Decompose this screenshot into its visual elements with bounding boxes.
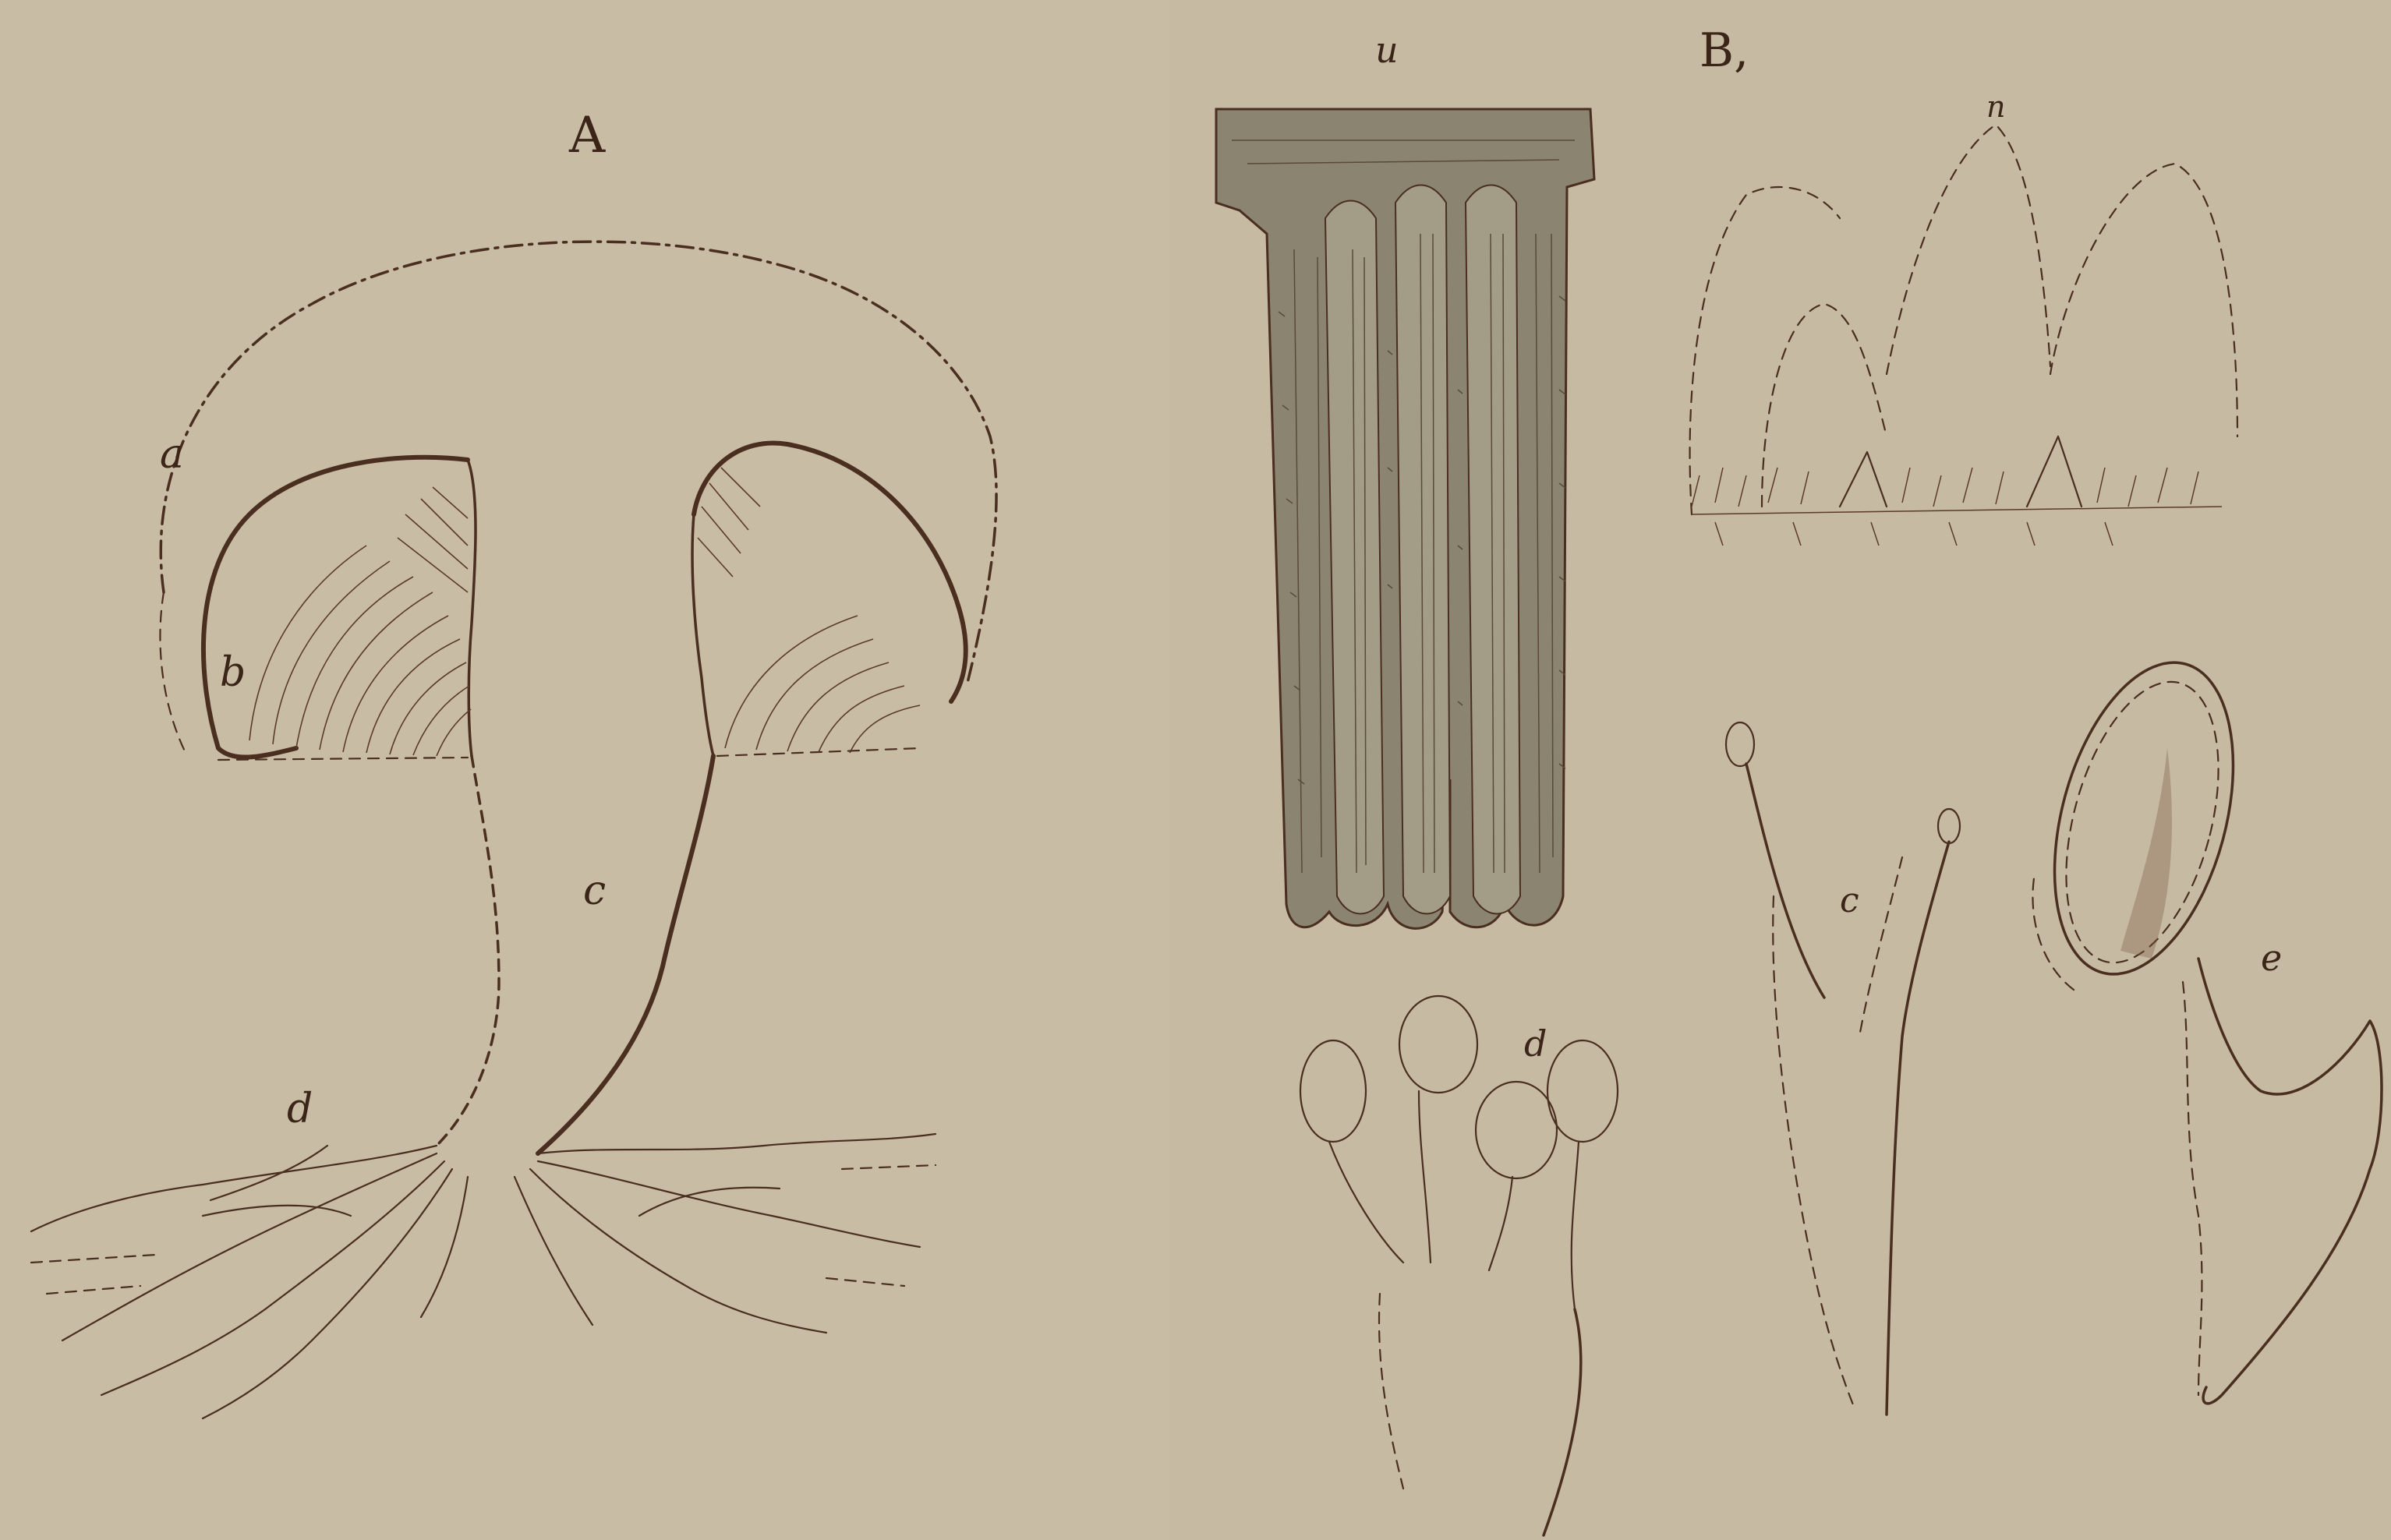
figure-b-label: B, xyxy=(1700,23,1749,78)
label-a: a xyxy=(160,431,184,478)
label-c: c xyxy=(583,867,606,914)
label-d: d xyxy=(287,1086,313,1132)
label-n: n xyxy=(1986,90,2005,124)
label-c-basidium: c xyxy=(1840,881,1859,920)
label-e: e xyxy=(2261,937,2282,979)
figure-a-label: A xyxy=(568,107,606,164)
label-u: u xyxy=(1375,29,1399,71)
label-b: b xyxy=(220,649,246,696)
label-d-basidia: d xyxy=(1524,1023,1547,1065)
